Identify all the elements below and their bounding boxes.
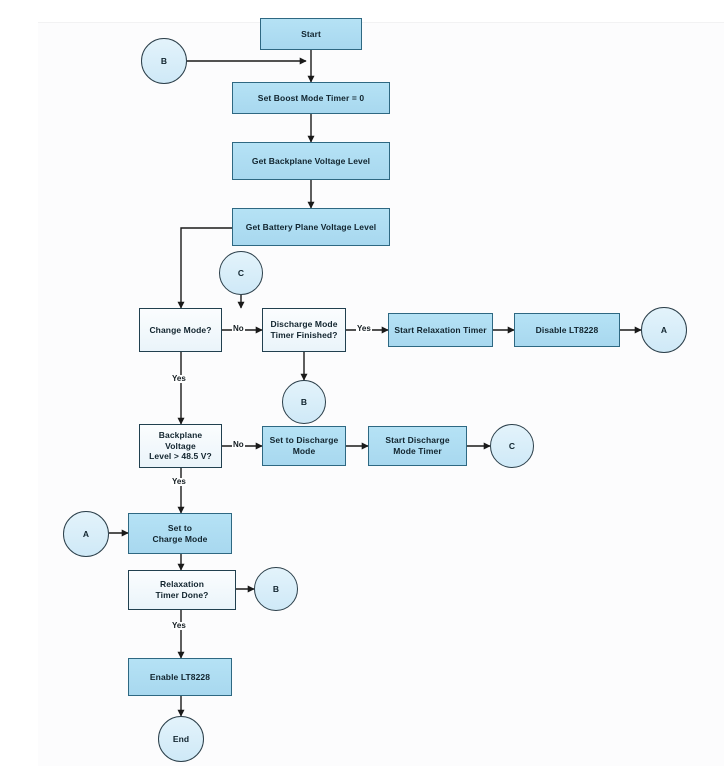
node-start-relaxation-timer[interactable]: Start Relaxation Timer — [388, 313, 493, 347]
node-get-battery-plane-voltage[interactable]: Get Battery Plane Voltage Level — [232, 208, 390, 246]
node-change-mode-label: Change Mode? — [149, 324, 212, 335]
edge-label-backplane-no: No — [232, 440, 245, 449]
node-change-mode[interactable]: Change Mode? — [139, 308, 222, 352]
node-relaxation-timer-done-line1: Relaxation — [160, 579, 204, 590]
node-start-discharge-mode-timer[interactable]: Start Discharge Mode Timer — [368, 426, 467, 466]
node-start[interactable]: Start — [260, 18, 362, 50]
node-enable-lt8228-label: Enable LT8228 — [149, 671, 211, 682]
node-disable-lt8228[interactable]: Disable LT8228 — [514, 313, 620, 347]
connector-a-left[interactable]: A — [63, 511, 109, 557]
edge-label-change-mode-no: No — [232, 324, 245, 333]
connector-c-right-label: C — [508, 440, 516, 451]
connector-b-mid[interactable]: B — [282, 380, 326, 424]
node-start-relaxation-timer-label: Start Relaxation Timer — [394, 324, 487, 335]
connector-a-left-label: A — [82, 528, 90, 539]
connector-c-top-label: C — [237, 267, 245, 278]
node-get-backplane-voltage-label: Get Backplane Voltage Level — [251, 155, 371, 166]
edge-label-change-mode-yes: Yes — [171, 374, 187, 383]
node-start-discharge-mode-timer-line2: Mode Timer — [393, 446, 442, 456]
connector-a-right-label: A — [660, 324, 668, 335]
node-get-backplane-voltage[interactable]: Get Backplane Voltage Level — [232, 142, 390, 180]
node-get-battery-plane-voltage-label: Get Battery Plane Voltage Level — [245, 221, 377, 232]
edge-label-discharge-timer-yes: Yes — [356, 324, 372, 333]
node-backplane-voltage-threshold-line1: Backplane Voltage — [158, 429, 203, 451]
node-set-discharge-mode-line2: Mode — [292, 446, 316, 456]
connector-b-bottom-label: B — [272, 583, 280, 594]
node-backplane-voltage-threshold-line2: Level > 48.5 V? — [149, 451, 212, 462]
connector-c-top[interactable]: C — [219, 251, 263, 295]
node-start-label: Start — [301, 28, 321, 39]
node-relaxation-timer-done-line2: Timer Done? — [155, 590, 209, 600]
node-backplane-voltage-threshold[interactable]: Backplane Voltage Level > 48.5 V? — [139, 424, 222, 468]
node-enable-lt8228[interactable]: Enable LT8228 — [128, 658, 232, 696]
connector-b-mid-label: B — [300, 396, 308, 407]
connector-c-right[interactable]: C — [490, 424, 534, 468]
node-set-discharge-mode[interactable]: Set to Discharge Mode — [262, 426, 346, 466]
node-discharge-timer-finished-line1: Discharge Mode — [270, 319, 338, 330]
edge-label-relaxation-yes: Yes — [171, 621, 187, 630]
node-set-charge-mode-line2: Charge Mode — [152, 533, 208, 544]
node-discharge-timer-finished[interactable]: Discharge Mode Timer Finished? — [262, 308, 346, 352]
connector-b-bottom[interactable]: B — [254, 567, 298, 611]
node-set-charge-mode[interactable]: Set to Charge Mode — [128, 513, 232, 554]
connector-end-label: End — [172, 733, 190, 744]
connector-b-top-label: B — [160, 55, 168, 66]
node-disable-lt8228-label: Disable LT8228 — [535, 324, 599, 335]
node-set-boost-mode-timer[interactable]: Set Boost Mode Timer = 0 — [232, 82, 390, 114]
connector-a-right[interactable]: A — [641, 307, 687, 353]
connector-end[interactable]: End — [158, 716, 204, 762]
node-set-charge-mode-line1: Set to — [167, 522, 193, 533]
connector-b-top[interactable]: B — [141, 38, 187, 84]
node-relaxation-timer-done[interactable]: Relaxation Timer Done? — [128, 570, 236, 610]
node-start-discharge-mode-timer-line1: Start Discharge — [385, 435, 450, 446]
node-set-boost-mode-timer-label: Set Boost Mode Timer = 0 — [257, 92, 365, 103]
edge-label-backplane-yes: Yes — [171, 477, 187, 486]
node-discharge-timer-finished-line2: Timer Finished? — [270, 330, 338, 340]
node-set-discharge-mode-line1: Set to Discharge — [269, 435, 339, 446]
diagram-sheet — [38, 22, 724, 766]
